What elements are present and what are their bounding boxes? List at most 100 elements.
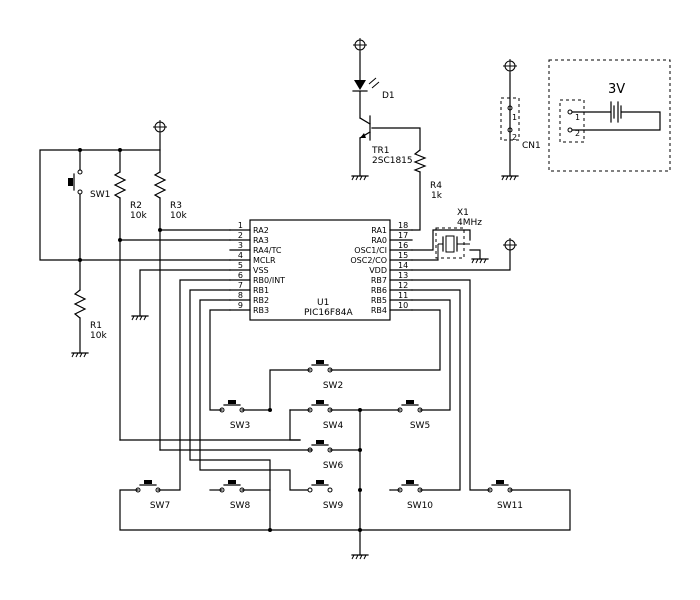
- switch-label: SW3: [230, 421, 250, 431]
- resistor-r4: [413, 149, 427, 173]
- resistor-r2: [113, 171, 127, 199]
- x1-value: 4MHz: [457, 218, 482, 228]
- switch-label: SW2: [323, 381, 343, 391]
- pushbutton-sw3: [219, 400, 245, 413]
- pushbutton-sw5: [397, 400, 423, 413]
- switch-label: SW5: [410, 421, 430, 431]
- ic-pin-name: OSC1/CI: [354, 246, 387, 255]
- ic-pin-name: RA2: [253, 226, 269, 235]
- switch-label: SW10: [407, 501, 433, 511]
- ic-pin-name: VDD: [369, 266, 387, 275]
- r4-value: 1k: [431, 191, 443, 201]
- ic-pin-name: VSS: [253, 266, 269, 275]
- ic-pin-name: RA4/TC: [253, 246, 282, 255]
- junction-dots: [78, 148, 362, 532]
- ic-pin-name: OSC2/CO: [350, 256, 387, 265]
- ic-pin-number: 18: [398, 221, 408, 230]
- cn1-pin1: 1: [512, 113, 517, 122]
- resistor-r1: [73, 289, 87, 319]
- battery-pin1: 1: [575, 113, 580, 122]
- ic-pin-number: 5: [238, 261, 243, 270]
- ic-pin-name: RB7: [371, 276, 387, 285]
- x1-ref: X1: [457, 208, 469, 218]
- led-d1: [352, 77, 380, 92]
- vdd-symbol-led: [353, 38, 367, 52]
- r3-value: 10k: [170, 211, 187, 221]
- ic-pin-name: RB6: [371, 286, 387, 295]
- transistor-tr1: [359, 115, 371, 141]
- ic-pin-number: 9: [238, 301, 243, 310]
- ic-pin-name: RA1: [371, 226, 387, 235]
- ic-pin-number: 3: [238, 241, 243, 250]
- switch-label: SW7: [150, 501, 170, 511]
- ic-pin-number: 2: [238, 231, 243, 240]
- pushbutton-sw2: [307, 360, 333, 373]
- ic-pin-name: RB0/INT: [253, 276, 285, 285]
- ic-pin-number: 13: [398, 271, 408, 280]
- ic-left-pin-stubs: [229, 229, 251, 311]
- connector-cn1: [500, 97, 520, 141]
- r1-ref: R1: [90, 321, 102, 331]
- pushbutton-sw6: [307, 440, 333, 453]
- wiring: [39, 51, 661, 556]
- pushbutton-sw10: [397, 480, 423, 493]
- ic-pin-number: 11: [398, 291, 408, 300]
- ic-pin-number: 17: [398, 231, 408, 240]
- battery-pack-outline: [548, 59, 671, 172]
- ic-pin-name: MCLR: [253, 256, 276, 265]
- ic-pin-number: 10: [398, 301, 408, 310]
- ic-pin-number: 6: [238, 271, 243, 280]
- pushbutton-sw11: [487, 480, 513, 493]
- battery-pin2: 2: [575, 129, 580, 138]
- ic-pin-number: 1: [238, 221, 243, 230]
- ic-pin-name: RA0: [371, 236, 387, 245]
- switch-label: SW11: [497, 501, 523, 511]
- battery-voltage-label: 3V: [608, 82, 625, 97]
- ic-pin-name: RB3: [253, 306, 269, 315]
- r3-ref: R3: [170, 201, 182, 211]
- cn1-label: CN1: [522, 141, 541, 151]
- cn1-pin2: 2: [512, 133, 517, 142]
- ic-pin-number: 7: [238, 281, 243, 290]
- ic-pin-number: 8: [238, 291, 243, 300]
- ic-pin-name: RB5: [371, 296, 387, 305]
- switch-label: SW4: [323, 421, 344, 431]
- switch-label: SW9: [323, 501, 344, 511]
- resistor-r3: [153, 171, 167, 199]
- r2-ref: R2: [130, 201, 142, 211]
- ic-pin-number: 14: [398, 261, 408, 270]
- battery-connector: [559, 99, 585, 143]
- ic-part-label: PIC16F84A: [304, 308, 353, 318]
- ic-pin-name: RB2: [253, 296, 269, 305]
- ic-pin-number: 15: [398, 251, 408, 260]
- ic-ref-label: U1: [317, 298, 329, 308]
- battery-cell: [610, 101, 622, 123]
- pushbutton-sw8: [219, 480, 245, 493]
- ic-pin-number: 16: [398, 241, 408, 250]
- d1-label: D1: [382, 91, 395, 101]
- ic-pin-name: RA3: [253, 236, 269, 245]
- ic-pin-name: RB1: [253, 286, 269, 295]
- ic-pin-name: RB4: [371, 306, 387, 315]
- crystal-x1: [435, 227, 470, 260]
- sw1-label: SW1: [90, 190, 110, 200]
- r1-value: 10k: [90, 331, 107, 341]
- vdd-symbol-r3: [153, 120, 167, 134]
- r4-ref: R4: [430, 181, 442, 191]
- pushbutton-sw1: [68, 169, 83, 195]
- pushbutton-sw7: [135, 480, 161, 493]
- vdd-symbol-cn1: [503, 59, 517, 73]
- pushbutton-sw4: [307, 400, 333, 413]
- ic-pin-number: 4: [238, 251, 243, 260]
- switch-label: SW8: [230, 501, 251, 511]
- pushbutton-sw9: [307, 480, 333, 493]
- switch-label: SW6: [323, 461, 344, 471]
- tr1-ref: TR1: [371, 146, 389, 156]
- r2-value: 10k: [130, 211, 147, 221]
- tr1-part: 2SC1815: [372, 156, 413, 166]
- ic-pin-number: 12: [398, 281, 408, 290]
